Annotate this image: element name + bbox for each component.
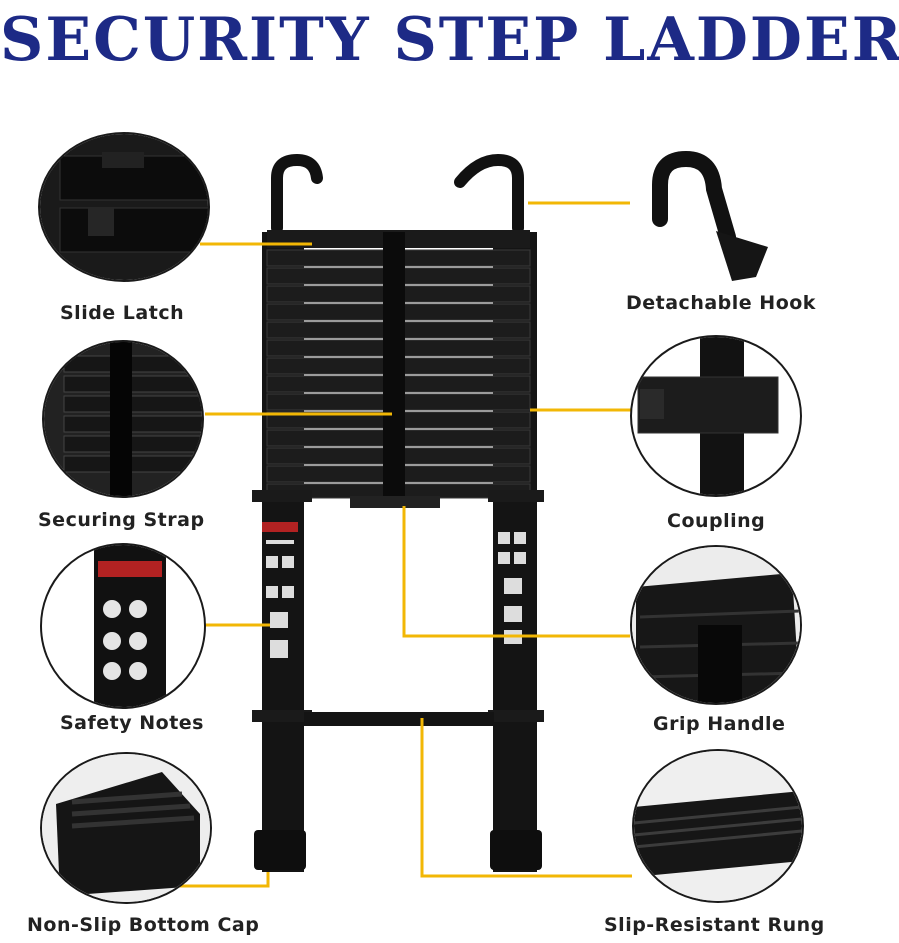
label-slide-latch: Slide Latch [60, 302, 185, 324]
securing-strap-detail-image [42, 340, 204, 498]
grip-handle-detail-image [630, 545, 802, 705]
label-slip-resistant-rung: Slip-Resistant Rung [604, 914, 825, 936]
label-safety-notes: Safety Notes [60, 712, 204, 734]
label-coupling: Coupling [667, 510, 766, 532]
slide-latch-detail-image [38, 132, 210, 282]
label-detachable-hook: Detachable Hook [626, 292, 816, 314]
slip-resistant-rung-detail-image [632, 749, 804, 903]
page-title: SECURITY STEP LADDER [0, 5, 899, 75]
label-non-slip-bottom-cap: Non-Slip Bottom Cap [27, 914, 260, 936]
non-slip-cap-detail-image [40, 752, 212, 904]
safety-notes-detail-image [40, 543, 206, 709]
detachable-hook-image [652, 150, 768, 281]
label-securing-strap: Securing Strap [38, 509, 205, 531]
label-grip-handle: Grip Handle [653, 713, 786, 735]
coupling-detail-image [630, 335, 802, 497]
